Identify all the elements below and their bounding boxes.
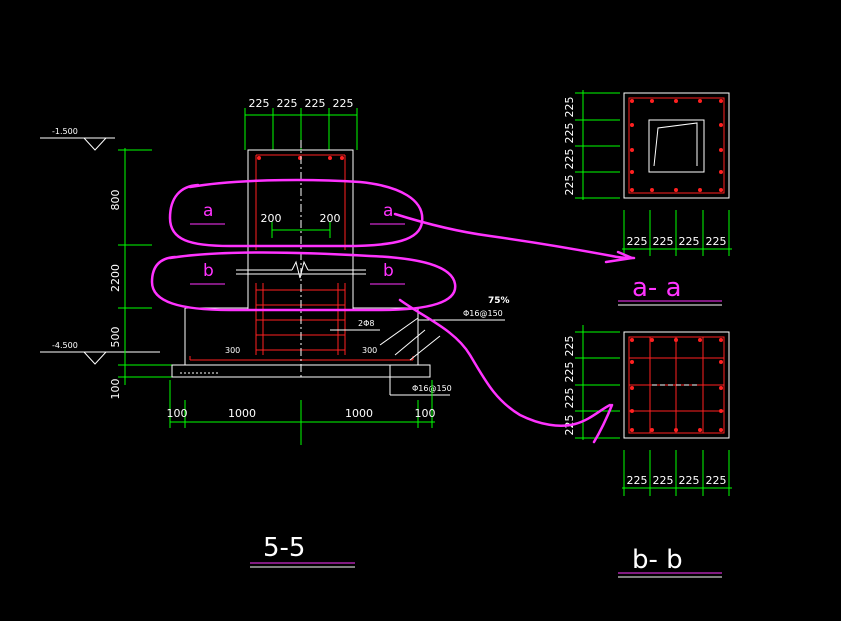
section-a-a: 225 225 225 225 — [563, 90, 732, 306]
a-a-inner-column — [648, 119, 705, 173]
bottom-dim-1: 100 — [167, 407, 188, 420]
annotation-arrow-b — [398, 298, 612, 427]
percent-label: 75% — [488, 296, 510, 306]
section-title-a-a: a- a — [632, 273, 682, 303]
b-b-bottom-dimension-chain: 225 225 225 225 — [622, 450, 732, 496]
top-dim-4: 225 — [333, 97, 354, 110]
a-a-bottom-dimension-chain: 225 225 225 225 — [622, 210, 732, 256]
rebar-dot — [340, 156, 344, 160]
a-a-rebar-cage — [628, 97, 725, 194]
bottom-dim-2: 1000 — [228, 407, 256, 420]
section-markers: a a b b — [190, 201, 405, 285]
a-a-left-dim-2: 225 — [563, 123, 576, 144]
b-b-rebar-grid — [629, 337, 724, 433]
b-b-left-dim-1: 225 — [563, 336, 576, 357]
top-dimension-chain: 225 225 225 225 — [244, 97, 358, 150]
a-a-left-dimension-chain: 225 225 225 225 — [563, 90, 620, 200]
section-5-5: 225 225 225 225 -1.500 -4.500 800 2200 5 — [40, 97, 510, 568]
elevation-top-marker: -1.500 — [40, 127, 115, 151]
a-a-bottom-dim-3: 225 — [679, 235, 700, 248]
annotation-arrow-a-head — [604, 250, 634, 264]
hand-annotations — [150, 178, 636, 444]
top-dim-3: 225 — [305, 97, 326, 110]
b-b-outline — [623, 331, 730, 439]
section-title-5-5: 5-5 — [263, 533, 305, 563]
a-a-bottom-dim-1: 225 — [627, 235, 648, 248]
stirrup-label: 2Φ8 — [358, 319, 374, 328]
rebar-top-label: Φ16@150 — [463, 309, 503, 318]
step-dim-left: 300 — [225, 346, 240, 355]
a-a-left-dim-4: 225 — [563, 175, 576, 196]
left-dim-2200: 2200 — [109, 264, 122, 292]
top-dim-1: 225 — [249, 97, 270, 110]
left-dim-800: 800 — [109, 190, 122, 211]
annotation-loop-a — [168, 178, 424, 248]
a-a-bottom-dim-4: 225 — [706, 235, 727, 248]
b-b-bottom-dim-1: 225 — [627, 474, 648, 487]
bottom-dim-3: 1000 — [345, 407, 373, 420]
marker-b-left: b — [203, 261, 214, 281]
b-b-left-dimension-chain: 225 225 225 225 — [563, 325, 620, 440]
a-a-left-dim-1: 225 — [563, 97, 576, 118]
a-a-outline — [623, 92, 730, 199]
elevation-top-label: -1.500 — [52, 127, 78, 136]
left-dim-500: 500 — [109, 327, 122, 348]
elevation-bottom-marker: -4.500 — [40, 341, 160, 365]
section-title-b-b: b- b — [632, 545, 683, 575]
a-a-left-dim-3: 225 — [563, 149, 576, 170]
b-b-rebar-dots — [630, 338, 723, 432]
left-dim-100: 100 — [109, 379, 122, 400]
step-dim-right: 300 — [362, 346, 377, 355]
marker-a-left: a — [203, 201, 213, 221]
b-b-left-dim-2: 225 — [563, 362, 576, 383]
annotation-arrow-b-head — [592, 403, 614, 444]
inner-dimension: 200 200 — [261, 212, 341, 238]
a-a-bottom-dim-2: 225 — [653, 235, 674, 248]
section-b-b: 225 225 225 225 — [563, 325, 732, 578]
annotation-loop-b — [150, 251, 457, 312]
top-dim-2: 225 — [277, 97, 298, 110]
title-b-b: b- b — [618, 545, 722, 578]
title-a-a: a- a — [618, 273, 722, 306]
title-5-5: 5-5 — [250, 533, 355, 568]
b-b-bottom-dim-3: 225 — [679, 474, 700, 487]
left-dimension-chain: 800 2200 500 100 — [109, 148, 172, 400]
bottom-dimension-chain: 100 1000 1000 100 — [167, 380, 436, 445]
a-a-rebar-dots — [630, 99, 723, 192]
elevation-bottom-label: -4.500 — [52, 341, 78, 350]
annotation-arrow-a — [393, 212, 636, 260]
rebar-dot — [257, 156, 261, 160]
b-b-bottom-dim-2: 225 — [653, 474, 674, 487]
b-b-bottom-dim-4: 225 — [706, 474, 727, 487]
b-b-left-dim-3: 225 — [563, 388, 576, 409]
marker-b-right: b — [383, 261, 394, 281]
bottom-dim-4: 100 — [415, 407, 436, 420]
rebar-dot — [328, 156, 332, 160]
inner-dim-left: 200 — [261, 212, 282, 225]
inner-dim-right: 200 — [320, 212, 341, 225]
marker-a-right: a — [383, 201, 393, 221]
